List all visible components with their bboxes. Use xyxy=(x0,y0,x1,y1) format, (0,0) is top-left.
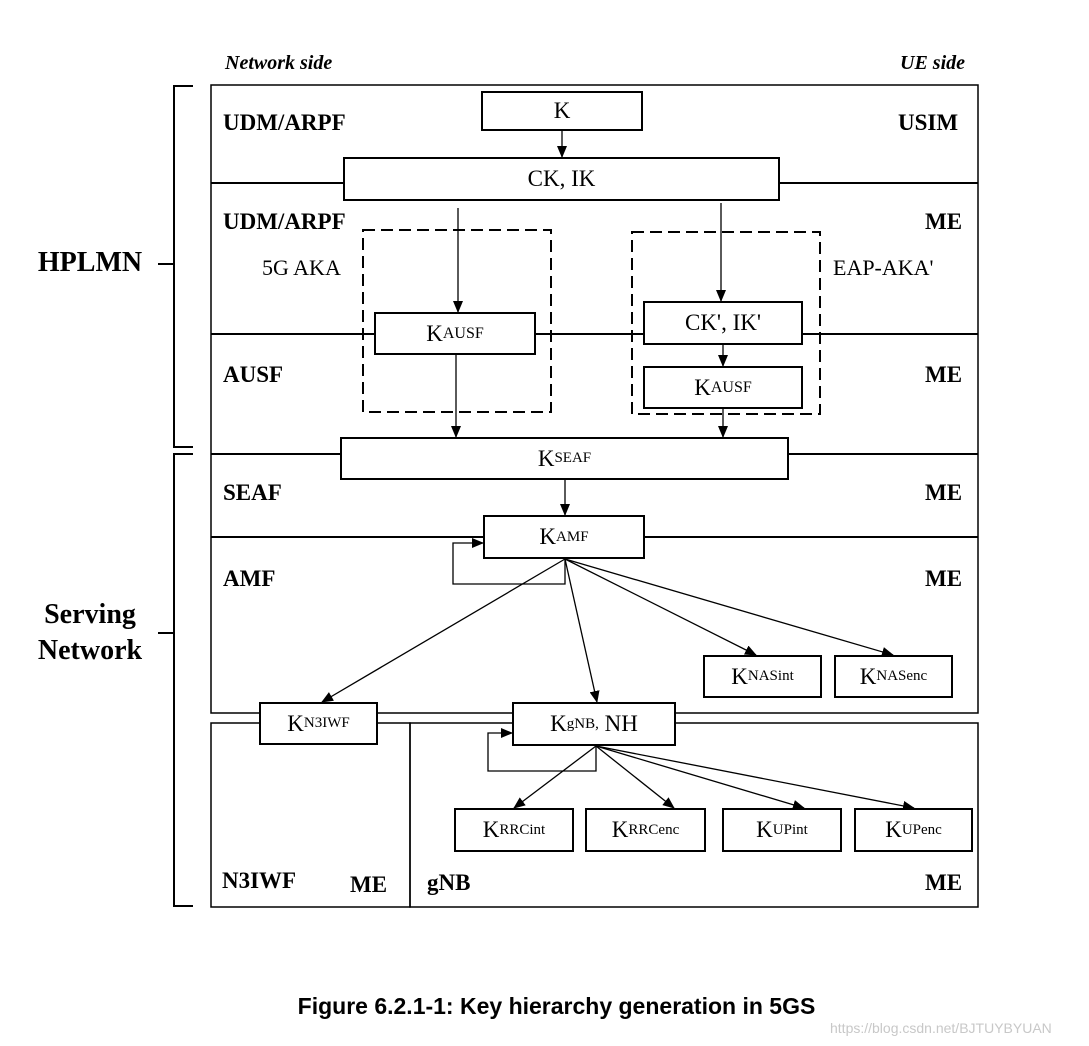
key-kausf-left-base: K xyxy=(426,320,443,346)
key-k-box: K xyxy=(481,91,643,131)
key-knasint-sub: NASint xyxy=(747,668,794,684)
serving-network-label-line2: Network xyxy=(37,635,143,666)
serving-brace xyxy=(158,453,193,907)
key-kausf-right-sub: AUSF xyxy=(710,378,752,396)
key-kgnb-base: K xyxy=(550,711,567,736)
key-ck-ik-text: CK, IK xyxy=(527,166,596,191)
watermark: https://blog.csdn.net/BJTUYBYUAN xyxy=(830,1020,1052,1036)
key-kn3iwf-base: K xyxy=(287,710,304,736)
key-k-text: K xyxy=(553,98,571,123)
aka-5g-region xyxy=(362,229,552,413)
aka-5g-label: 5G AKA xyxy=(262,255,341,280)
serving-network-label-line1: Serving xyxy=(44,599,136,630)
me-label-5: ME xyxy=(350,872,388,897)
key-ck-ik-prime-box: CK', IK' xyxy=(643,301,803,345)
key-kausf-right-base: K xyxy=(694,374,711,400)
seaf-label: SEAF xyxy=(223,480,282,505)
key-ck-ik-box: CK, IK xyxy=(343,157,780,201)
key-kgnb-suffix: NH xyxy=(598,711,638,736)
me-label-2: ME xyxy=(925,362,963,387)
me-label-6: ME xyxy=(925,870,963,895)
key-knasenc-base: K xyxy=(859,663,877,689)
amf-label: AMF xyxy=(223,566,276,591)
udm-arpf-label-1: UDM/ARPF xyxy=(223,110,346,135)
eap-aka-label: EAP-AKA' xyxy=(833,255,934,280)
key-krrcint-sub: RRCint xyxy=(499,821,546,838)
key-kamf-sub: AMF xyxy=(556,528,589,545)
ausf-label: AUSF xyxy=(223,362,284,387)
key-kn3iwf-sub: N3IWF xyxy=(303,715,350,731)
usim-label: USIM xyxy=(898,110,959,135)
key-kupenc-sub: UPenc xyxy=(901,821,942,838)
figure-caption: Figure 6.2.1-1: Key hierarchy generation… xyxy=(297,993,816,1019)
me-label-4: ME xyxy=(925,566,963,591)
key-krrcint-base: K xyxy=(482,817,500,842)
key-kausf-left-sub: AUSF xyxy=(442,324,484,342)
key-kupint-base: K xyxy=(756,817,773,842)
me-label-1: ME xyxy=(925,209,963,234)
key-kupint-sub: UPint xyxy=(772,821,808,838)
eap-aka-region xyxy=(631,231,821,415)
n3iwf-label: N3IWF xyxy=(222,868,297,893)
key-kseaf-sub: SEAF xyxy=(554,450,592,466)
hplmn-brace xyxy=(158,85,193,448)
network-side-header: Network side xyxy=(225,52,333,74)
ue-side-header: UE side xyxy=(900,52,965,74)
gnb-label: gNB xyxy=(427,870,471,895)
key-knasenc-sub: NASenc xyxy=(876,668,928,684)
hplmn-label: HPLMN xyxy=(37,247,143,278)
key-kgnb-sub: gNB, xyxy=(566,715,599,732)
key-ck-ik-prime-text: CK', IK' xyxy=(684,310,761,335)
udm-arpf-label-2: UDM/ARPF xyxy=(223,209,346,234)
key-krrcenc-sub: RRCenc xyxy=(628,821,680,838)
key-knasint-base: K xyxy=(731,663,748,689)
me-label-3: ME xyxy=(925,480,963,505)
key-krrcenc-base: K xyxy=(611,817,629,842)
key-kupenc-base: K xyxy=(885,817,902,842)
key-kseaf-base: K xyxy=(537,445,555,471)
key-kamf-base: K xyxy=(539,524,557,549)
gnb-frame xyxy=(409,722,979,908)
